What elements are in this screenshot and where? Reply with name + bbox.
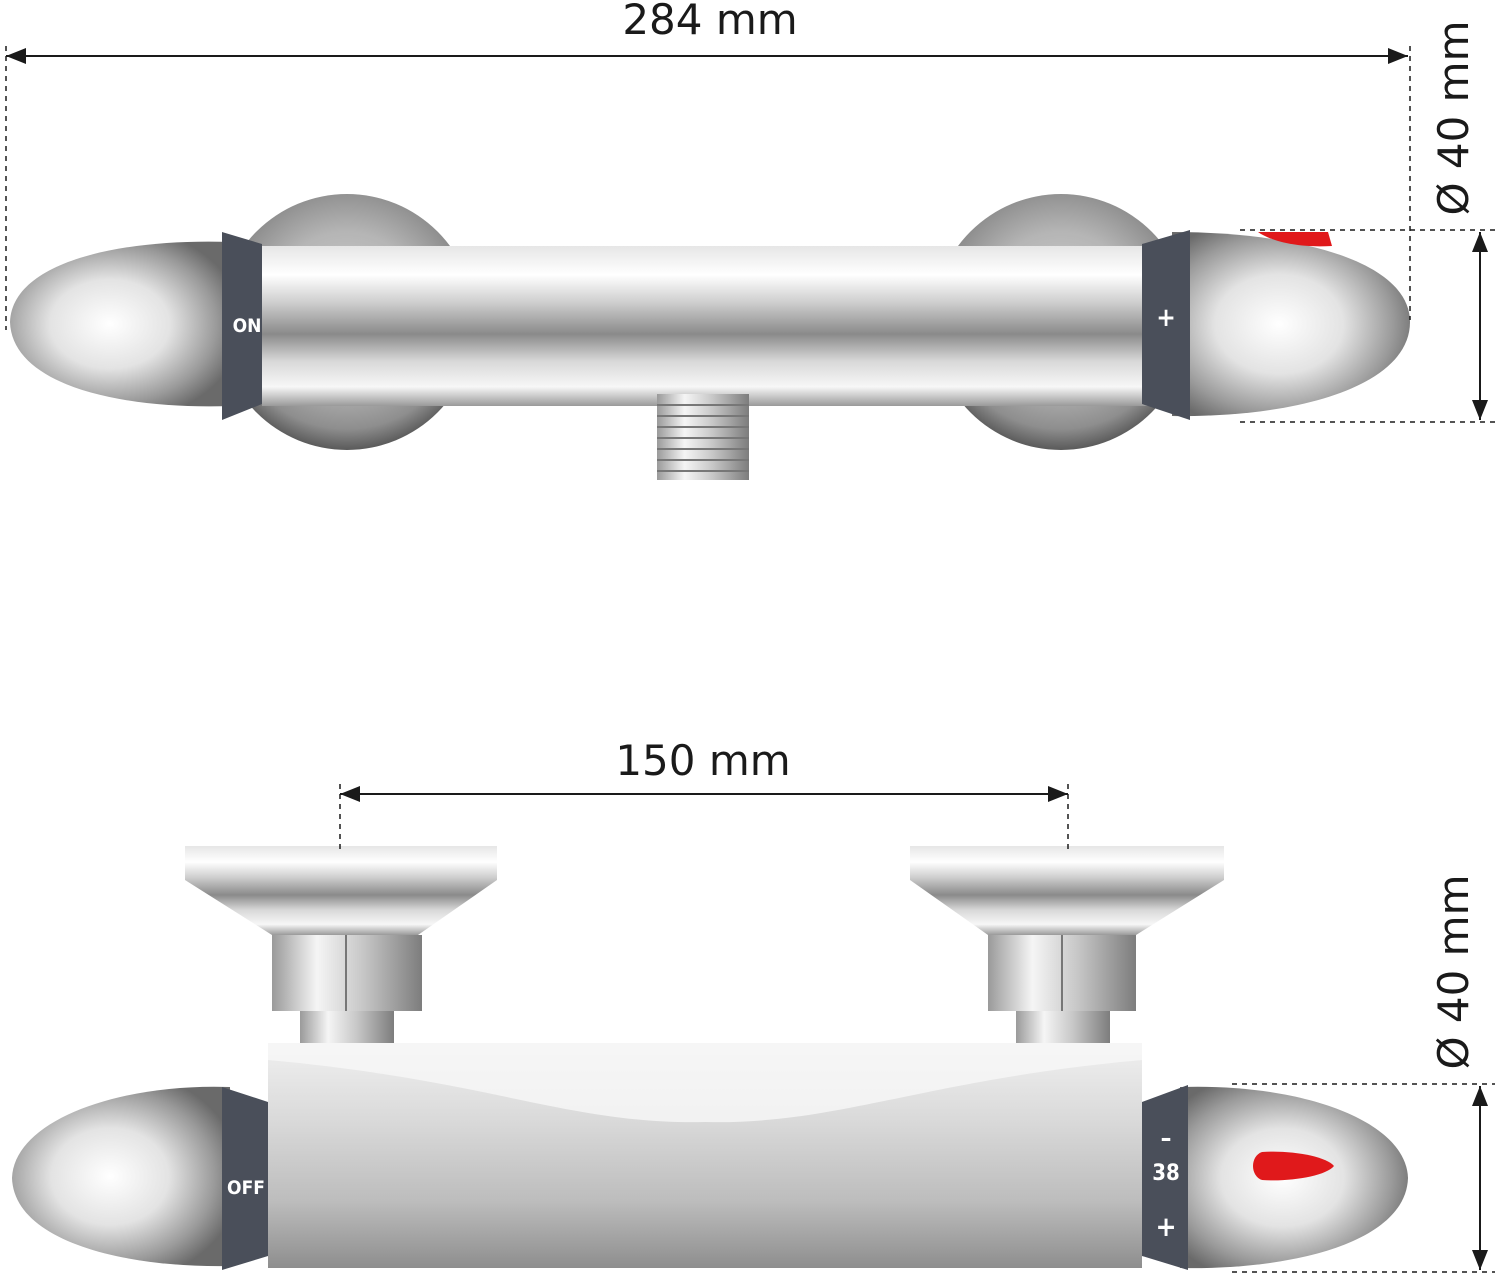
left-handle-label: ON — [233, 315, 262, 337]
right-connector — [910, 846, 1224, 1043]
right-handle-label: + — [1156, 303, 1176, 333]
front-view: OFF – 38 + 150 mm Ø 40 mm — [12, 736, 1495, 1273]
front-red-indicator — [1253, 1151, 1334, 1181]
top-main-bar — [262, 246, 1162, 406]
left-connector — [185, 846, 497, 1043]
front-right-minus: – — [1161, 1124, 1172, 1152]
red-indicator — [1258, 232, 1332, 247]
left-knob-cap — [10, 241, 232, 407]
front-body-curve — [268, 1043, 1142, 1123]
top-diameter-text: Ø 40 mm — [1429, 20, 1478, 215]
front-right-band — [1142, 1085, 1188, 1270]
front-left-band — [222, 1087, 268, 1270]
spacing-dimension-text: 150 mm — [615, 736, 790, 785]
left-band — [222, 232, 262, 420]
outlet-nipple — [657, 394, 749, 480]
front-right-plus: + — [1155, 1210, 1176, 1243]
width-dimension-text: 284 mm — [622, 0, 797, 44]
top-view: ON + 284 mm Ø 40 mm — [5, 0, 1495, 480]
right-knob-cap — [1172, 232, 1410, 417]
front-left-knob-cap — [12, 1086, 230, 1267]
front-left-handle-label: OFF — [227, 1177, 265, 1199]
front-diameter-text: Ø 40 mm — [1429, 874, 1478, 1069]
front-right-value: 38 — [1152, 1161, 1180, 1186]
right-band — [1142, 230, 1190, 420]
